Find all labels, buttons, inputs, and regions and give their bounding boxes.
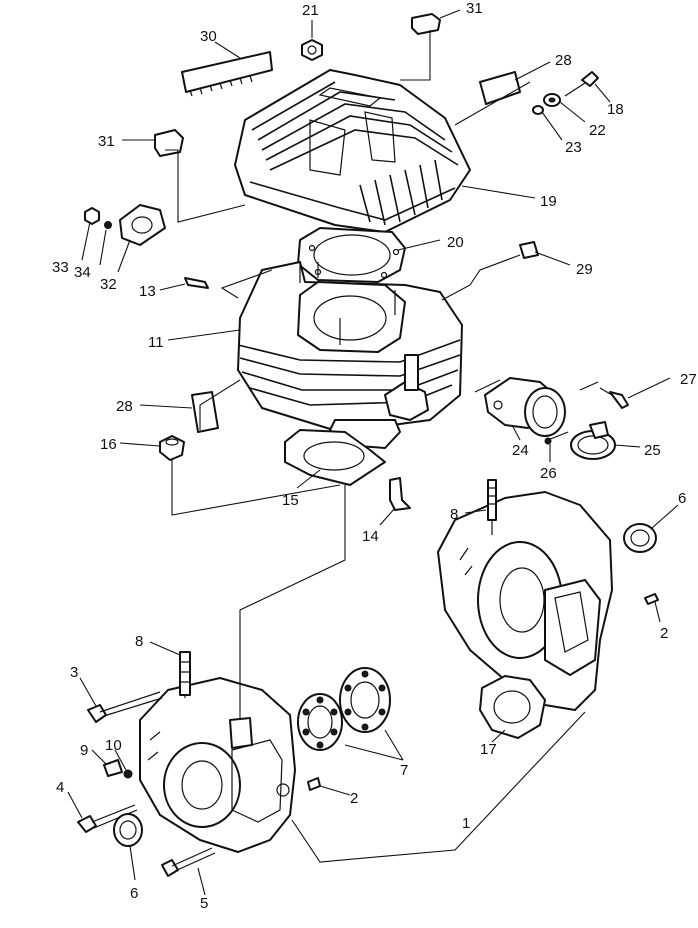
bolt-3 xyxy=(87,691,163,723)
nut-33 xyxy=(84,207,100,225)
deflector-30 xyxy=(181,51,273,97)
crankcase-left xyxy=(139,651,296,853)
callout-26: 26 xyxy=(540,465,557,482)
callout-3: 3 xyxy=(70,664,78,681)
deflector-28-lower xyxy=(191,391,219,433)
intake-manifold xyxy=(484,377,566,437)
callout-19: 19 xyxy=(540,193,557,210)
callout-29: 29 xyxy=(576,261,593,278)
intake-clamp xyxy=(570,421,616,460)
head-gasket xyxy=(297,227,406,283)
callout-10: 10 xyxy=(105,737,122,754)
bolt-5 xyxy=(161,847,216,877)
washer-34 xyxy=(104,221,112,229)
base-gasket xyxy=(284,429,386,486)
callout-32: 32 xyxy=(100,276,117,293)
callout-28-top: 28 xyxy=(555,52,572,69)
callout-9: 9 xyxy=(80,742,88,759)
callout-25: 25 xyxy=(644,442,661,459)
callout-18: 18 xyxy=(607,101,624,118)
callout-7: 7 xyxy=(400,762,408,779)
callout-8-right: 8 xyxy=(450,506,458,523)
deflector-28-top xyxy=(479,71,521,105)
callout-5: 5 xyxy=(200,895,208,912)
deflector-29 xyxy=(519,241,539,259)
cylinder-head xyxy=(234,69,471,233)
callout-28-lower: 28 xyxy=(116,398,133,415)
callout-20: 20 xyxy=(447,234,464,251)
callout-22: 22 xyxy=(589,122,606,139)
small-screw-26 xyxy=(544,431,569,445)
callout-15: 15 xyxy=(282,492,299,509)
callout-13: 13 xyxy=(139,283,156,300)
stud-18 xyxy=(564,71,599,97)
exhaust-gasket-32 xyxy=(119,204,166,246)
callout-2-right: 2 xyxy=(660,625,668,642)
callout-27: 27 xyxy=(680,371,697,388)
callout-leaders xyxy=(67,9,679,896)
bearing-7-front xyxy=(297,693,343,751)
washer-23 xyxy=(532,105,544,115)
washer-10 xyxy=(123,769,133,779)
callout-24: 24 xyxy=(512,442,529,459)
washer-22 xyxy=(543,93,561,107)
bearing-7-rear xyxy=(339,667,391,733)
callout-23: 23 xyxy=(565,139,582,156)
nut-16 xyxy=(159,435,185,461)
callout-33: 33 xyxy=(52,259,69,276)
callout-4: 4 xyxy=(56,779,64,796)
callout-6-left: 6 xyxy=(130,885,138,902)
callout-2-left: 2 xyxy=(350,790,358,807)
callout-labels: 1 2 2 3 4 5 6 6 7 8 8 9 10 11 13 14 15 1… xyxy=(52,0,697,912)
callout-17: 17 xyxy=(480,741,497,758)
crankcase-right xyxy=(437,479,613,711)
cylinder xyxy=(237,261,463,449)
plug-9 xyxy=(103,759,123,777)
callout-14: 14 xyxy=(362,528,379,545)
seal-6-right xyxy=(623,523,657,553)
deflector-31-top xyxy=(411,13,441,35)
seal-6-left xyxy=(113,813,143,847)
pin-2-right xyxy=(644,593,659,605)
callout-1: 1 xyxy=(462,815,470,832)
callout-31-left: 31 xyxy=(98,133,115,150)
callout-21: 21 xyxy=(302,2,319,19)
stud-13 xyxy=(184,277,209,289)
callout-6-right: 6 xyxy=(678,490,686,507)
callout-11: 11 xyxy=(148,334,164,351)
pin-2-left xyxy=(307,777,321,791)
nut-21 xyxy=(301,39,323,61)
deflector-31-left xyxy=(154,129,184,157)
callout-8-left: 8 xyxy=(135,633,143,650)
callout-34: 34 xyxy=(74,264,91,281)
callout-30: 30 xyxy=(200,28,217,45)
alignment-lines xyxy=(165,30,599,863)
cover-gasket-17 xyxy=(479,675,546,739)
fitting-14 xyxy=(389,477,411,511)
callout-16: 16 xyxy=(100,436,117,453)
intake-screw xyxy=(599,387,629,409)
callout-31-top: 31 xyxy=(466,0,483,17)
bolt-4 xyxy=(77,804,138,833)
